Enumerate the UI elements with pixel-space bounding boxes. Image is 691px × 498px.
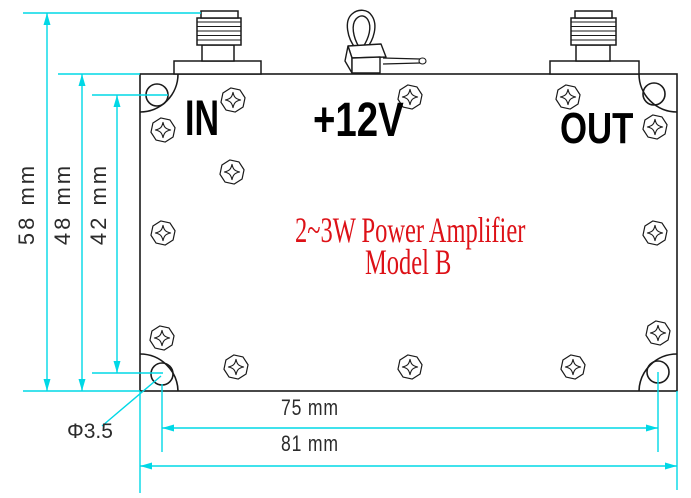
mounting-hole-top-right (642, 82, 666, 106)
dim-label-58mm: 58 mm (14, 162, 39, 246)
connector-flange (173, 60, 262, 75)
leader-line-hole-diameter (101, 375, 162, 427)
power-wire (382, 57, 421, 65)
wire-loop-icon-outer (346, 9, 376, 50)
connector-flange (549, 60, 640, 75)
terminal-box-top (347, 43, 387, 59)
dim-label-48mm: 48 mm (50, 162, 75, 246)
connector-cap (574, 10, 613, 19)
power-feedthrough (344, 9, 427, 74)
terminal-box-front (351, 56, 381, 74)
out-connector (549, 10, 640, 75)
connector-neck (575, 44, 611, 62)
device-title-line2: Model B (365, 242, 452, 282)
wire-loop-icon-inner (352, 15, 371, 48)
connector-thread-lines (571, 21, 616, 41)
label-plus12v: +12V (313, 94, 404, 147)
label-in: IN (185, 90, 219, 146)
dimension-arrows (43, 13, 677, 470)
connector-cap (200, 10, 239, 19)
in-connector (173, 10, 262, 75)
device-body (139, 73, 678, 392)
dim-label-hole-diameter: Φ3.5 (67, 420, 113, 443)
device-title-line1: 2~3W Power Amplifier (295, 210, 526, 250)
dim-label-42mm: 42 mm (86, 162, 111, 246)
dim-label-81mm: 81 mm (281, 431, 339, 456)
dimension-lines (23, 12, 678, 493)
dim-label-75mm: 75 mm (281, 395, 339, 420)
corner-arc-top-right (638, 73, 678, 113)
chassis-outline (139, 73, 678, 392)
wire-tip (418, 57, 427, 65)
connector-neck (201, 44, 235, 62)
connector-thread-lines (197, 21, 241, 41)
label-out: OUT (560, 104, 634, 153)
